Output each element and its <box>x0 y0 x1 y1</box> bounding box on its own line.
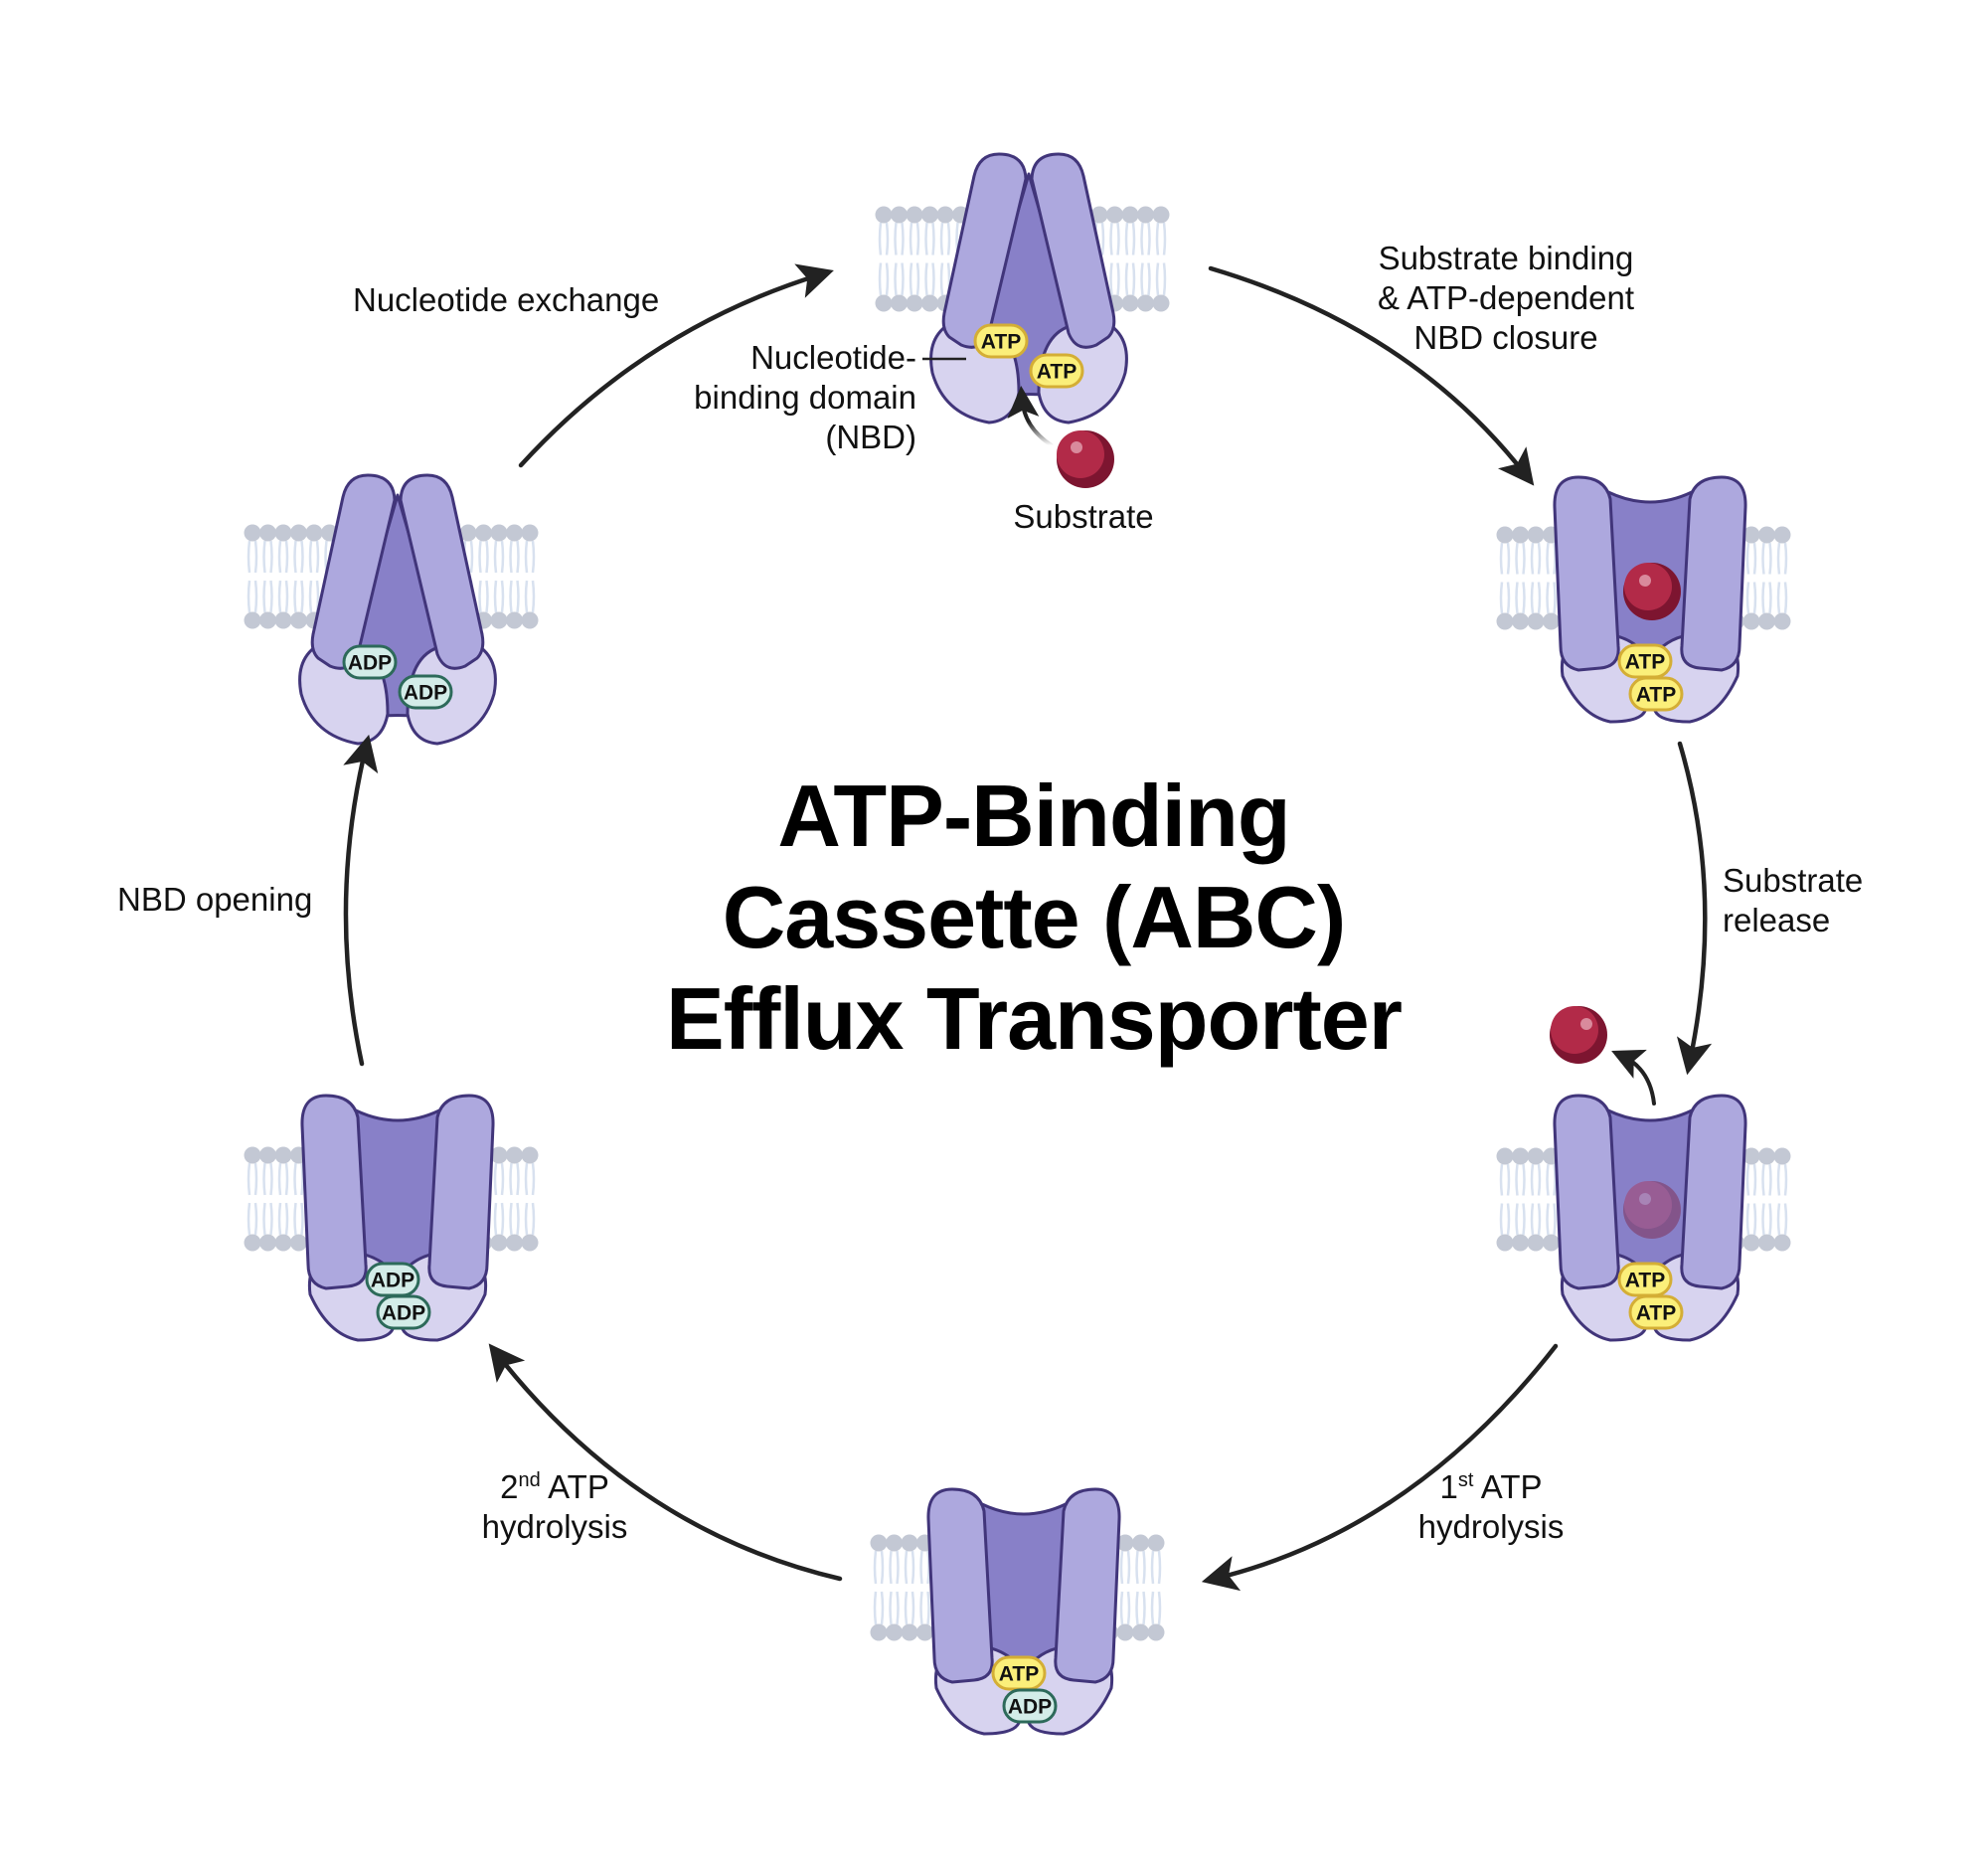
substrate-arrows <box>1007 386 1656 1106</box>
nucleotide-right: ADP <box>398 674 453 710</box>
arrow-substrate-entry <box>1007 386 1054 447</box>
arrow-substrate-release <box>1676 741 1713 1076</box>
nucleotide-lower: ADP <box>376 1294 431 1330</box>
nucleotide-label: ATP <box>1636 684 1676 707</box>
transporter-outward-closed-substrate-bound: ATP ATP <box>1553 475 1747 724</box>
label-line: Substrate binding <box>1378 240 1634 276</box>
tmd-right <box>1680 475 1747 672</box>
transporter-after-first-hydrolysis: ATP ADP <box>926 1487 1121 1736</box>
label-line: 2nd ATP <box>455 1467 654 1507</box>
label-text: Nucleotide exchange <box>353 281 660 318</box>
nucleotide-label: ADP <box>404 682 447 705</box>
arrow-first-hydrolysis <box>1201 1343 1559 1592</box>
nucleotide-label: ATP <box>1037 361 1077 384</box>
tmd-left <box>1553 1094 1620 1290</box>
label-line: NBD closure <box>1413 319 1598 356</box>
tmd-right <box>1054 1487 1121 1684</box>
tmd-right <box>1030 152 1116 349</box>
label-nucleotide-exchange: Nucleotide exchange <box>353 280 659 320</box>
label-line: & ATP-dependent <box>1377 279 1635 316</box>
nucleotide-left: ADP <box>342 644 398 680</box>
label-line: release <box>1723 902 1831 938</box>
label-line: Nucleotide- <box>750 339 916 376</box>
tmd-left <box>300 1094 368 1290</box>
label-second-hydrolysis: 2nd ATP hydrolysis <box>455 1467 654 1547</box>
tmd-left <box>310 473 397 670</box>
nucleotide-lower: ADP <box>1002 1688 1058 1724</box>
label-line: binding domain <box>694 379 916 416</box>
substrate-ghost <box>1623 1181 1681 1239</box>
label-line: (NBD) <box>825 419 916 455</box>
transporter-inward-open-atp-bound: ATP ATP <box>929 152 1128 425</box>
nucleotide-label: ADP <box>348 652 392 675</box>
substrate-released <box>1550 1006 1607 1064</box>
nucleotide-left: ATP <box>973 323 1029 359</box>
tmd-left <box>941 152 1028 349</box>
nucleotide-label: ADP <box>382 1302 425 1325</box>
arrow-substrate-exit <box>1611 1049 1656 1106</box>
label-substrate: Substrate <box>984 497 1183 537</box>
label-nbd-opening: NBD opening <box>117 880 312 920</box>
label-text: ATP <box>1473 1468 1543 1505</box>
cycle-arrows <box>343 263 1713 1592</box>
nucleotide-lower: ATP <box>1628 1294 1684 1330</box>
title-line-3: Efflux Transporter <box>666 969 1403 1068</box>
nucleotide-upper: ATP <box>991 1655 1047 1691</box>
ordinal-number: 2 <box>500 1468 519 1505</box>
title-line-1: ATP-Binding <box>777 766 1290 865</box>
label-text: ATP <box>540 1468 609 1505</box>
arrow-substrate-binding <box>1208 265 1535 486</box>
title-line-2: Cassette (ABC) <box>722 868 1347 966</box>
label-line: hydrolysis <box>481 1508 628 1545</box>
nucleotide-label: ATP <box>999 1663 1039 1686</box>
ordinal-suffix: st <box>1457 1469 1474 1491</box>
nucleotide-right: ATP <box>1029 353 1084 389</box>
nucleotide-label: ATP <box>981 331 1021 354</box>
substrate-bound <box>1623 563 1681 620</box>
label-first-hydrolysis: 1st ATP hydrolysis <box>1392 1467 1590 1547</box>
nucleotide-lower: ATP <box>1628 676 1684 712</box>
transporter-inward-open-adp-bound: ADP ADP <box>298 473 497 746</box>
nucleotide-upper: ATP <box>1617 643 1673 679</box>
label-text: NBD opening <box>117 881 313 918</box>
nucleotide-label: ADP <box>371 1270 414 1292</box>
label-substrate-binding: Substrate binding & ATP-dependent NBD cl… <box>1352 239 1660 358</box>
tmd-left <box>1553 475 1620 672</box>
label-line: 1st ATP <box>1392 1467 1590 1507</box>
nucleotide-label: ATP <box>1625 651 1665 674</box>
label-text: Substrate <box>1013 498 1154 535</box>
tmd-right <box>399 473 485 670</box>
label-substrate-release: Substrate release <box>1723 861 1863 940</box>
ordinal-suffix: nd <box>518 1469 541 1491</box>
arrow-nbd-opening <box>343 734 379 1067</box>
transporter-after-second-hydrolysis: ADP ADP <box>300 1094 495 1342</box>
label-nucleotide-binding-domain: Nucleotide- binding domain (NBD) <box>636 338 916 457</box>
label-line: hydrolysis <box>1417 1508 1565 1545</box>
nucleotide-label: ATP <box>1625 1270 1665 1292</box>
transporter-outward-substrate-released: ATP ATP <box>1553 1094 1747 1342</box>
tmd-right <box>427 1094 495 1290</box>
nucleotide-label: ATP <box>1636 1302 1676 1325</box>
ordinal-number: 1 <box>1439 1468 1458 1505</box>
proteins: ATP ATP ATP ATP ATP ATP ATP ADP ADP ADP ADP ADP <box>298 152 1747 1736</box>
nucleotide-label: ADP <box>1008 1696 1052 1719</box>
arrow-nucleotide-exchange <box>518 263 834 468</box>
nucleotide-upper: ATP <box>1617 1262 1673 1297</box>
label-line: Substrate <box>1723 862 1864 899</box>
substrate-free-top <box>1057 430 1114 488</box>
tmd-right <box>1680 1094 1747 1290</box>
arrow-second-hydrolysis <box>488 1343 843 1582</box>
tmd-left <box>926 1487 994 1684</box>
nucleotide-upper: ADP <box>365 1262 420 1297</box>
diagram-title: ATP-Binding Cassette (ABC) Efflux Transp… <box>557 765 1511 1070</box>
